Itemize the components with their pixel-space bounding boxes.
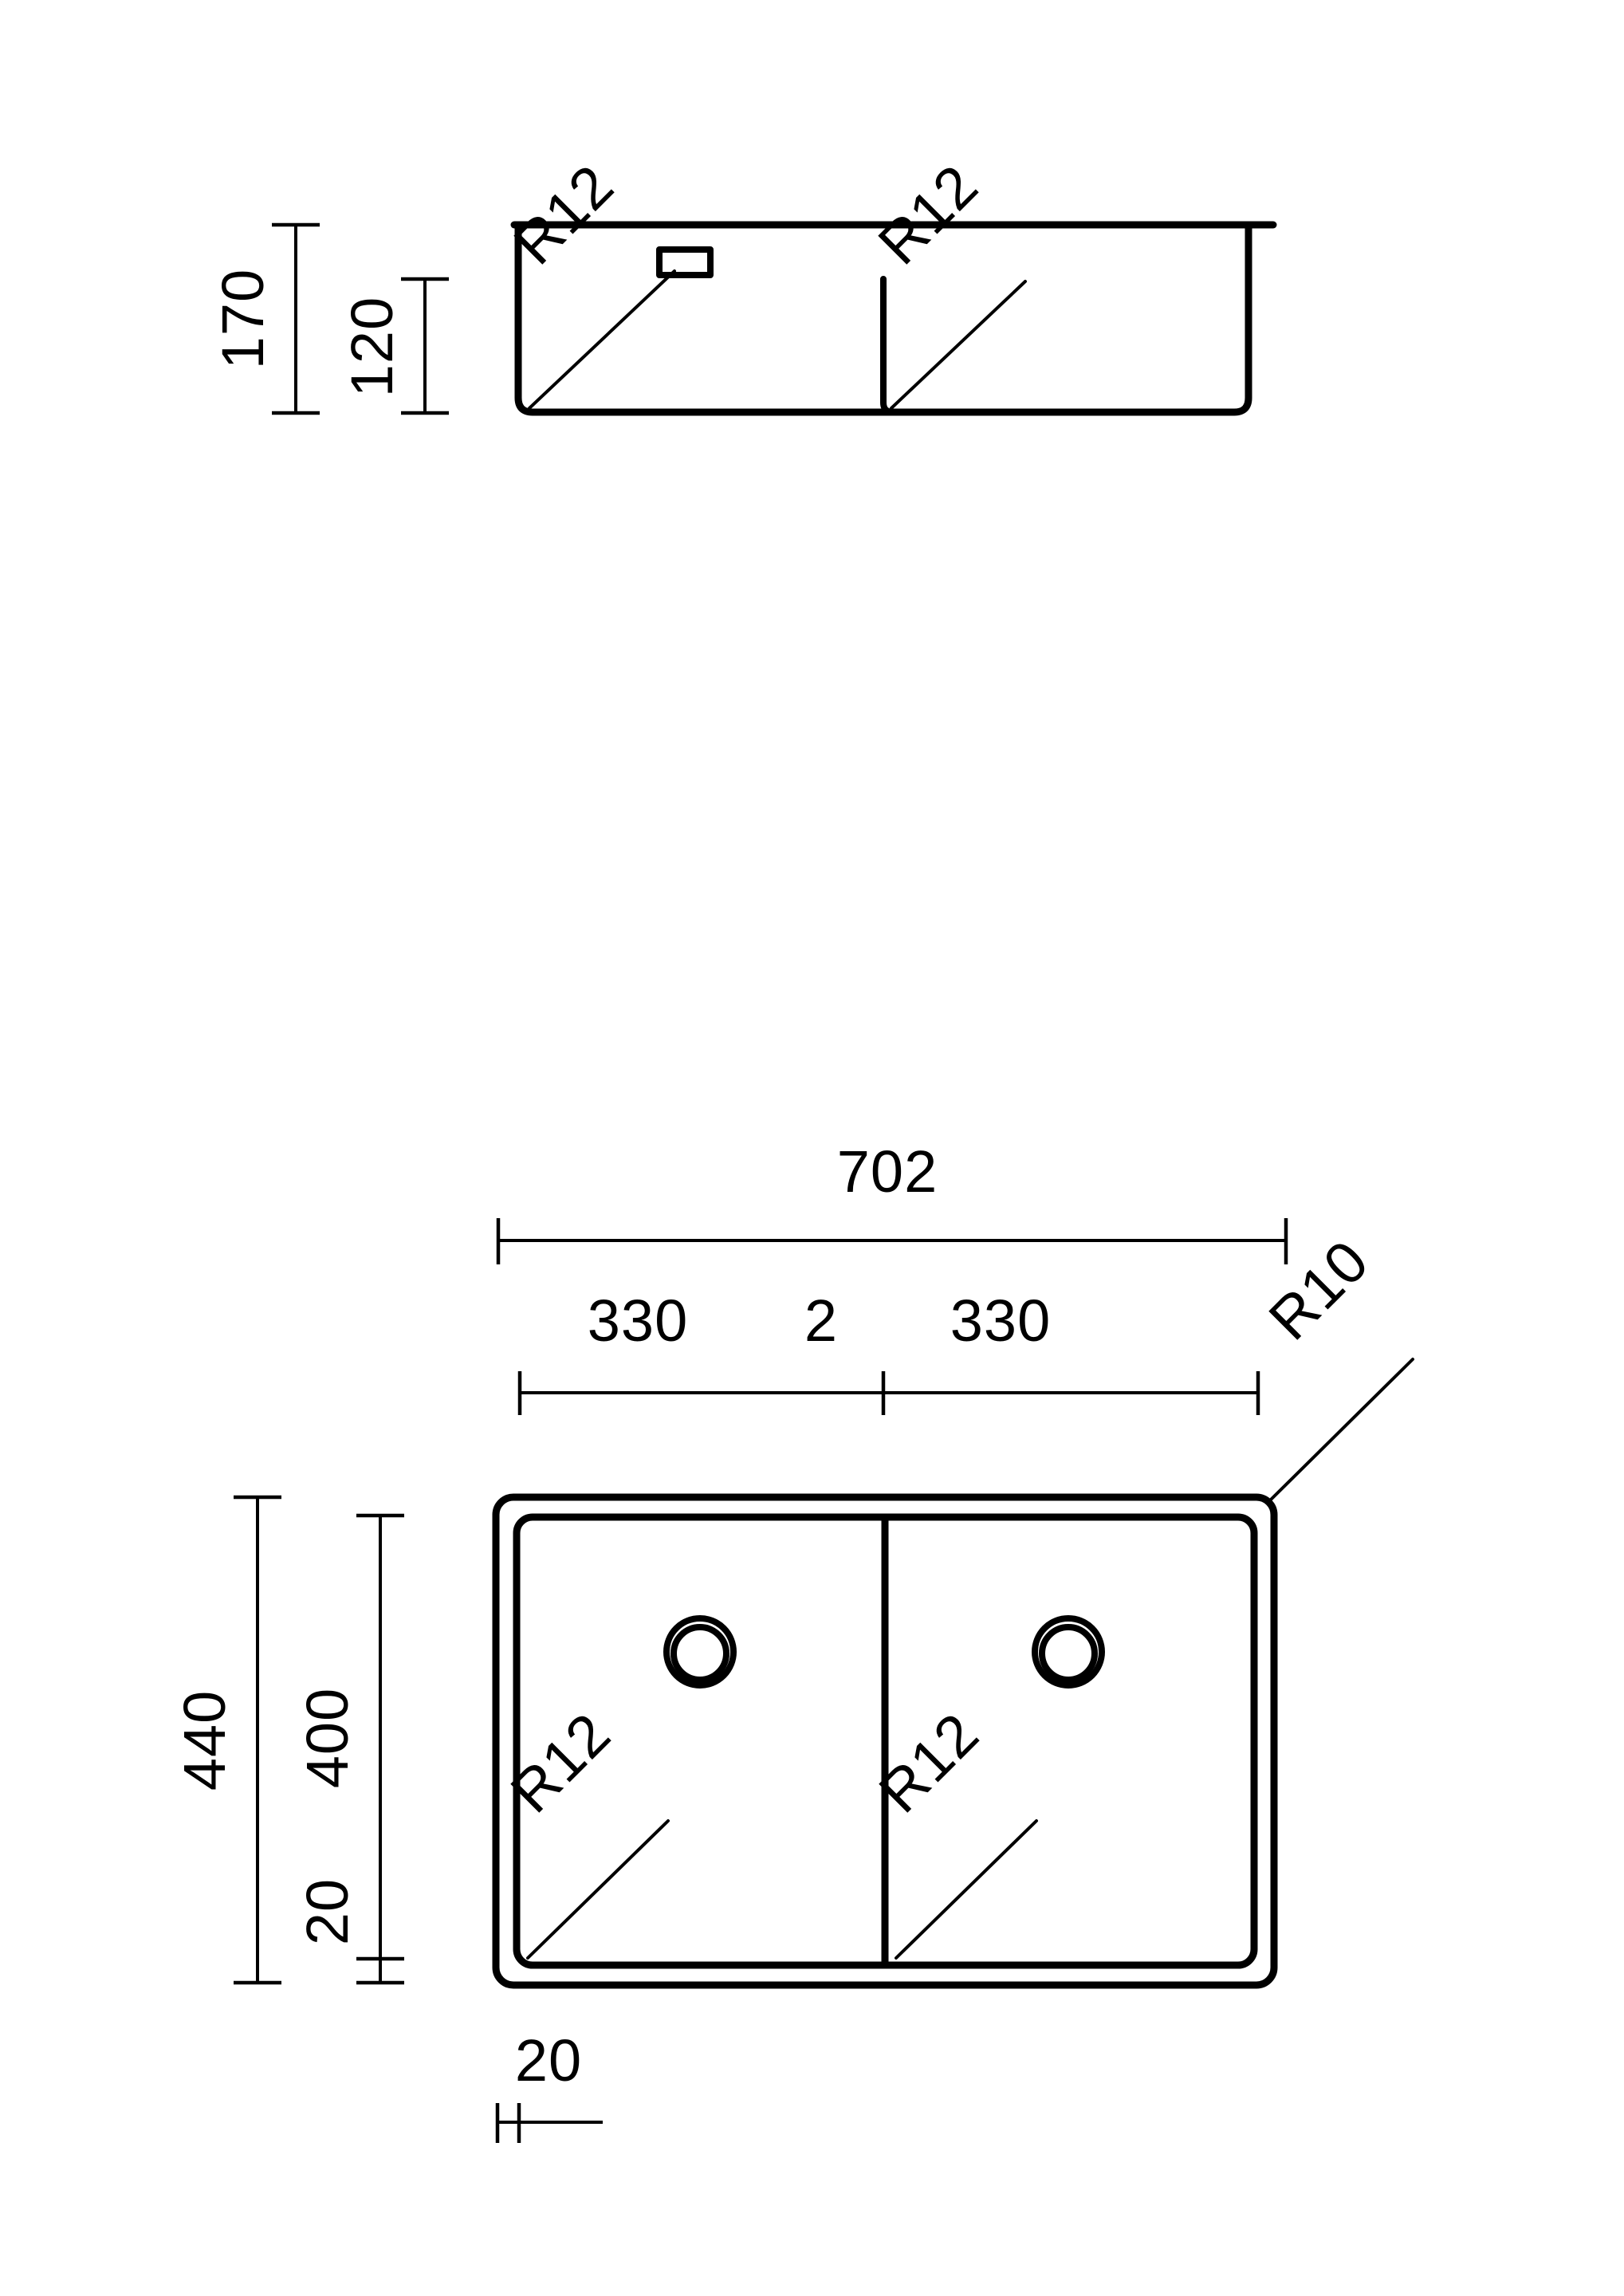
left-drain-outer-ring <box>663 1615 737 1689</box>
elevation-center-divider <box>880 276 896 415</box>
overflow-slot-icon <box>656 246 714 278</box>
right-drain-outer-ring <box>1032 1615 1105 1689</box>
elevation-right-radius-leader <box>890 280 1027 410</box>
dimension-120-group: 120 <box>339 277 449 415</box>
elevation-left-radius-leader <box>528 269 676 410</box>
plan-left-radius-leader <box>526 1819 670 1960</box>
plan-outer-radius-leader <box>1268 1358 1414 1502</box>
dimension-170-group: 170 <box>210 222 320 415</box>
dimension-702-group: 702 <box>496 1138 1288 1264</box>
dimension-702-label: 702 <box>837 1138 938 1205</box>
dimension-400-20-group: 400 20 <box>294 1513 404 1985</box>
right-drain-inner-ring <box>1039 1624 1098 1683</box>
dimension-bowl-widths-group: 330 2 330 <box>517 1288 1260 1415</box>
dimension-400-label: 400 <box>294 1688 360 1788</box>
plan-right-radius-leader <box>895 1819 1038 1960</box>
dimension-330-right-label: 330 <box>950 1288 1051 1354</box>
dimension-170-label: 170 <box>210 269 276 369</box>
dimension-440-group: 440 <box>171 1495 281 1985</box>
dimension-20-vertical-label: 20 <box>294 1878 360 1945</box>
plan-outer-flange <box>492 1493 1278 1989</box>
dimension-2-label: 2 <box>804 1288 838 1354</box>
dimension-120-label: 120 <box>339 297 405 397</box>
plan-outer-radius-label: R10 <box>1256 1228 1382 1353</box>
elevation-right-radius-label: R12 <box>866 152 991 277</box>
side-elevation-view: R12 R12 <box>501 152 1277 416</box>
dimension-20-horizontal-group: 20 <box>495 2027 603 2143</box>
left-drain-inner-ring <box>670 1624 729 1683</box>
dimension-330-left-label: 330 <box>588 1288 688 1354</box>
dimension-20-horizontal-label: 20 <box>515 2027 582 2094</box>
dimension-440-label: 440 <box>171 1690 238 1791</box>
